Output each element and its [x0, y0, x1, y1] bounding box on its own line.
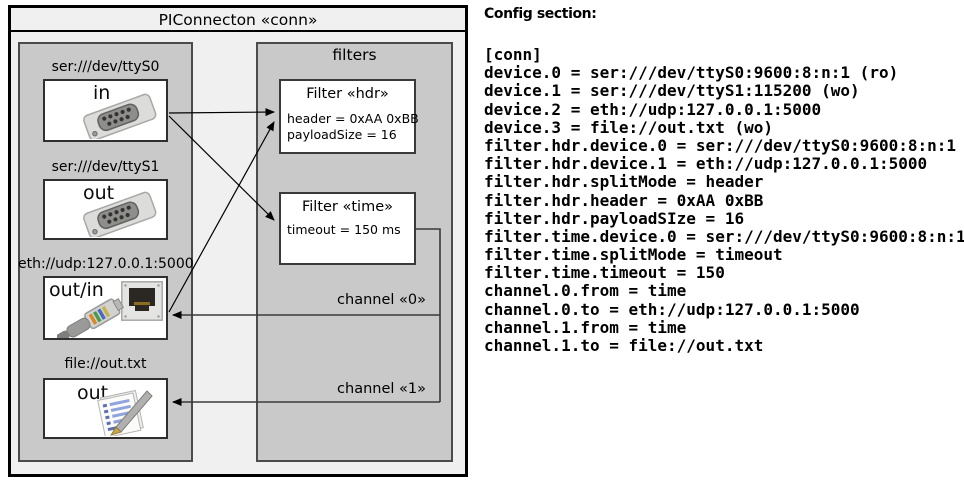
channel-1-label: channel «1»	[337, 381, 426, 397]
config-heading: Config section:	[484, 6, 597, 22]
device-url-label-eth: eth://udp:127.0.0.1:5000	[18, 256, 194, 272]
filter-properties: header = 0xAA 0xBB payloadSize = 16	[287, 111, 419, 143]
config-line: channel.0.from = time	[484, 281, 687, 301]
config-line: filter.hdr.device.0 = ser:///dev/ttyS0:9…	[484, 135, 957, 155]
device-url-label-file: file://out.txt	[64, 356, 147, 372]
config-line: channel.1.from = time	[484, 317, 687, 337]
device-box-ttys1: out	[43, 179, 168, 240]
config-line: filter.hdr.payloadSIze = 16	[484, 208, 745, 228]
diagram-title: PIConnecton «conn»	[11, 8, 465, 32]
filter-title: Filter «time»	[301, 199, 394, 215]
serial-connector-icon	[83, 191, 157, 237]
filter-property: payloadSize = 16	[287, 127, 397, 142]
filter-property: timeout = 150 ms	[287, 222, 401, 237]
device-direction: in	[93, 82, 111, 104]
device-box-ttys0: in	[43, 79, 168, 142]
config-line: filter.time.splitMode = timeout	[484, 245, 783, 265]
config-line: device.1 = ser:///dev/ttyS1:115200 (wo)	[484, 81, 860, 101]
ethernet-cable-icon	[57, 298, 125, 338]
config-line: [conn]	[484, 45, 542, 64]
channel-0-label: channel «0»	[337, 292, 426, 308]
device-box-eth: out/in	[43, 276, 168, 340]
filter-time-box: Filter «time» timeout = 150 ms	[279, 192, 416, 265]
config-line: filter.hdr.splitMode = header	[484, 172, 764, 192]
config-section: Config section: [conn] device.0 = ser://…	[484, 6, 964, 355]
config-line: device.0 = ser:///dev/ttyS0:9600:8:n:1 (…	[484, 63, 899, 83]
config-line: filter.hdr.header = 0xAA 0xBB	[484, 190, 764, 210]
notepad-icon	[97, 390, 153, 436]
config-line: channel.1.to = file://out.txt	[484, 336, 764, 355]
filter-title: Filter «hdr»	[306, 86, 389, 102]
config-lines: [conn] device.0 = ser:///dev/ttyS0:9600:…	[484, 45, 964, 355]
filter-hdr-box: Filter «hdr» header = 0xAA 0xBB payloadS…	[279, 79, 419, 154]
config-line: device.2 = eth://udp:127.0.0.1:5000	[484, 99, 822, 119]
device-url-label-ttys0: ser:///dev/ttyS0	[51, 59, 160, 75]
device-direction: out/in	[49, 279, 104, 301]
serial-connector-icon	[83, 93, 157, 139]
config-line: filter.hdr.device.1 = eth://udp:127.0.0.…	[484, 154, 928, 174]
filters-panel-label: filters	[332, 46, 377, 64]
config-line: device.3 = file://out.txt (wo)	[484, 117, 773, 137]
device-box-file: out	[43, 378, 168, 439]
ethernet-port-icon	[121, 281, 163, 321]
filter-properties: timeout = 150 ms	[287, 222, 401, 238]
device-direction: out	[83, 182, 115, 204]
config-line: channel.0.to = eth://udp:127.0.0.1:5000	[484, 299, 860, 319]
config-line: filter.time.timeout = 150	[484, 263, 725, 283]
config-line: filter.time.device.0 = ser:///dev/ttyS0:…	[484, 226, 964, 246]
filter-property: header = 0xAA 0xBB	[287, 111, 419, 126]
device-url-label-ttys1: ser:///dev/ttyS1	[51, 159, 160, 175]
